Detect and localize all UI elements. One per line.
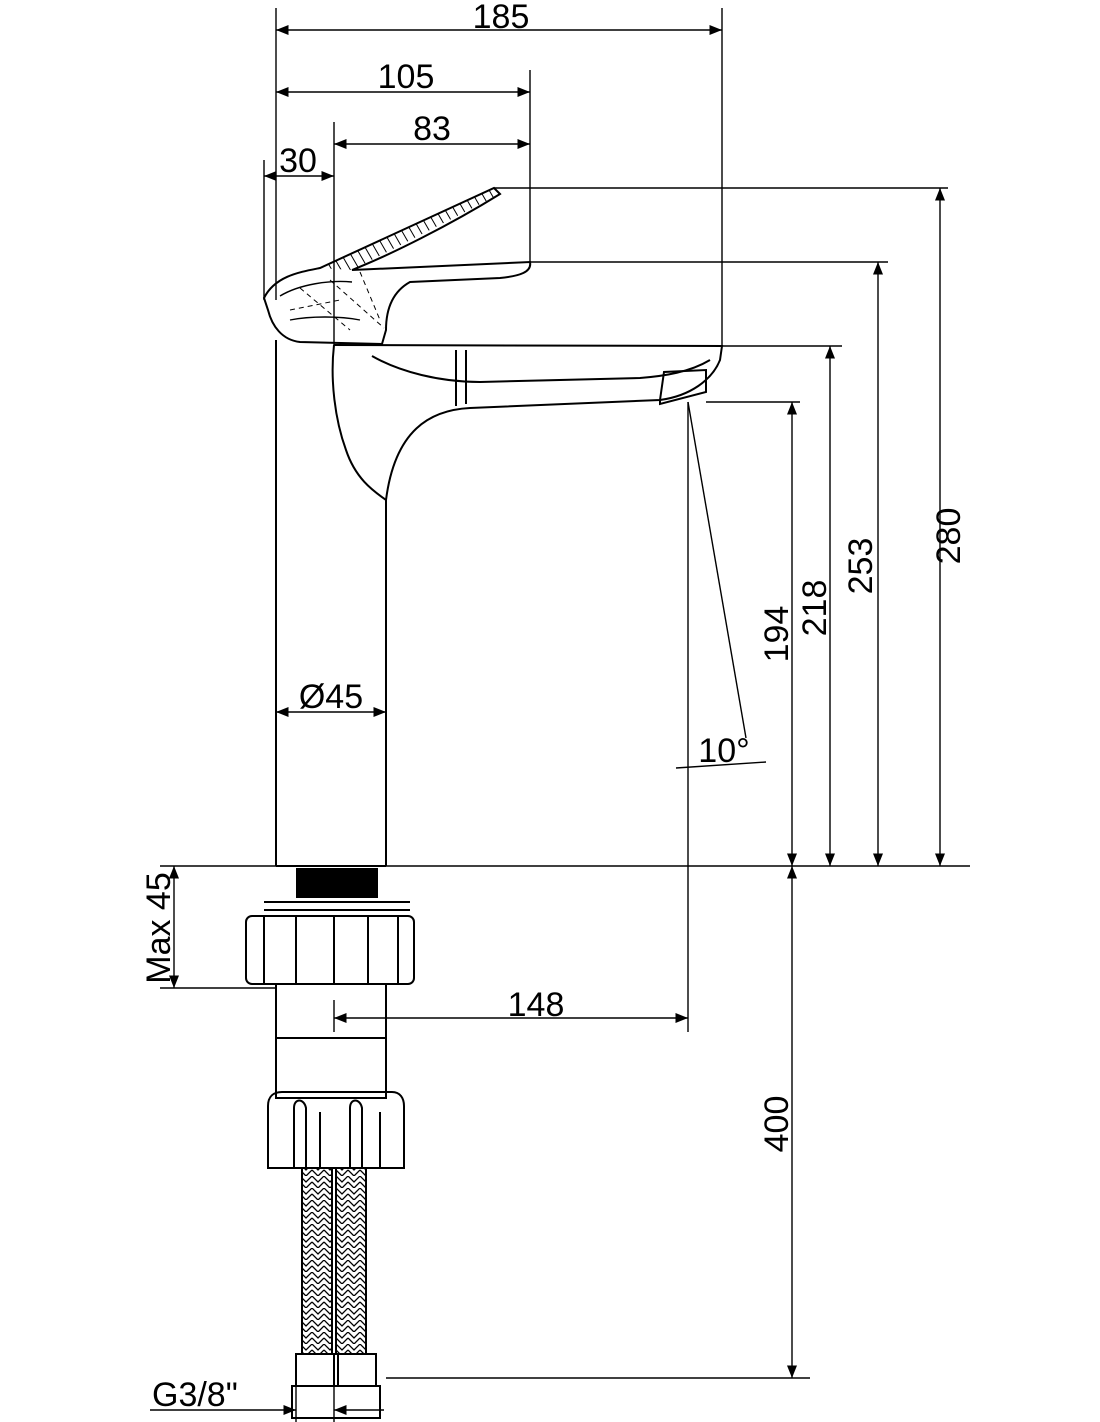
dim-hose-length: 400 [758,1096,796,1153]
dim-spout-angle: 10° [698,732,749,770]
mounting-assembly [245,868,415,1099]
faucet-spout [331,344,724,501]
hose-connector-nuts [267,1091,405,1169]
dim-handle-rest-height: 253 [842,538,880,595]
dim-thread: G3/8" [152,1376,238,1414]
extension-lines [160,8,970,1422]
faucet-body [275,340,387,867]
dim-handle-offset: 30 [279,142,317,180]
dim-outlet-height: 194 [758,606,796,663]
dim-total-height: 280 [930,508,968,565]
dimension-lines [150,24,946,1416]
lever-handle [262,186,532,346]
dim-handle-reach: 105 [378,58,435,96]
braided-hoses [291,1167,381,1419]
dim-mounting-max: Max 45 [140,872,178,984]
dim-overall-width: 185 [473,0,530,36]
dim-outlet-projection: 148 [508,986,565,1024]
dim-handle-length: 83 [413,110,451,148]
dim-body-diameter: Ø45 [299,678,363,716]
dim-spout-top-height: 218 [796,580,834,637]
